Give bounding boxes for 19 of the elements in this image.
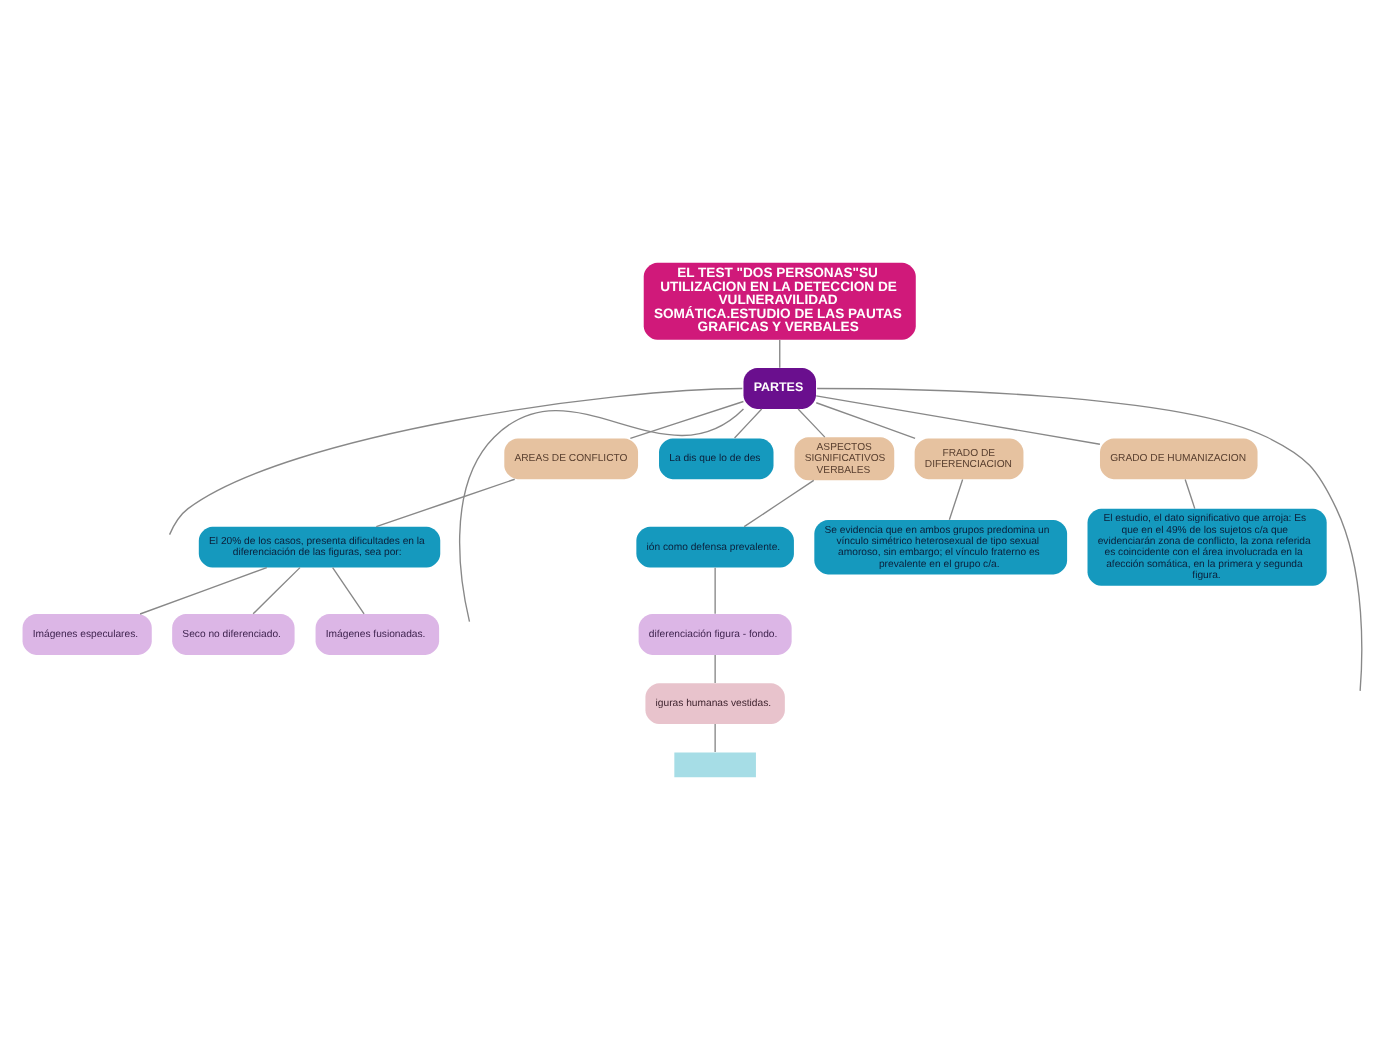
connector [713,723,715,753]
connector [330,566,364,615]
connector [374,478,515,528]
connector [778,339,780,369]
connector [796,408,825,438]
connector [458,408,744,623]
connector [167,387,742,536]
connector [251,566,300,615]
node-box [673,752,755,778]
connector [814,402,915,439]
connector [732,408,762,439]
connector [947,478,963,521]
connector [742,479,814,528]
connector [138,566,267,615]
connector [814,395,1100,445]
connector [628,400,744,440]
connector [713,566,715,615]
connector [1183,478,1195,510]
connector [713,654,715,684]
